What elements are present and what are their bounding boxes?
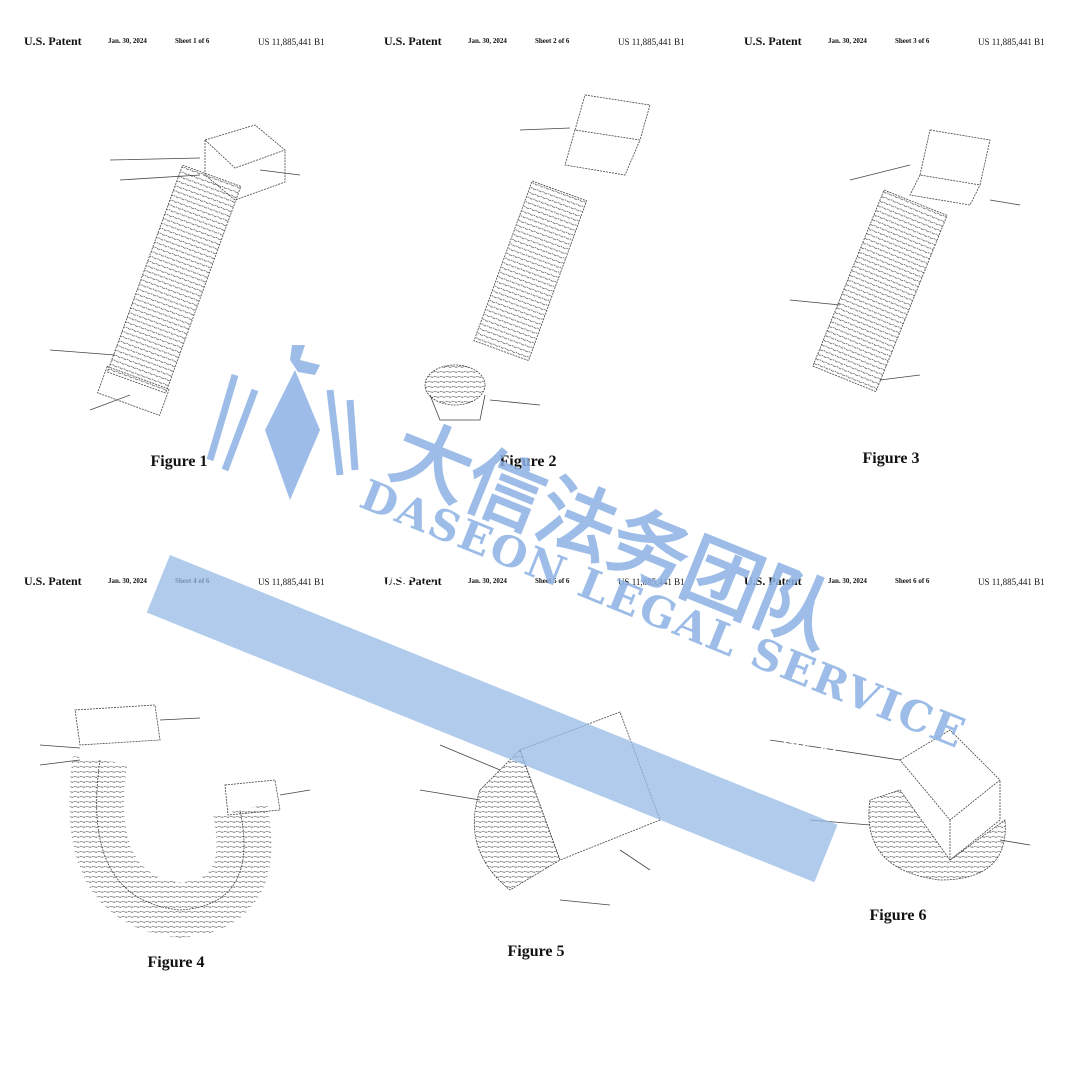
patent-number: US 11,885,441 B1 — [978, 577, 1045, 587]
figure-6-label: Figure 6 — [869, 907, 927, 924]
patent-date: Jan. 30, 2024 — [108, 577, 147, 585]
patent-date: Jan. 30, 2024 — [828, 37, 867, 45]
patent-label: U.S. Patent — [384, 34, 442, 48]
sheet-number: Sheet 6 of 6 — [895, 577, 930, 585]
sheet-header-1: U.S. Patent Jan. 30, 2024 Sheet 1 of 6 U… — [24, 34, 364, 51]
figure-2-drawing — [424, 94, 651, 421]
figure-3-drawing — [789, 129, 1021, 393]
figure-1-label: Figure 1 — [150, 453, 208, 470]
patent-label: U.S. Patent — [24, 34, 82, 48]
figure-1-drawing — [49, 124, 301, 416]
sheet-header-3: U.S. Patent Jan. 30, 2024 Sheet 3 of 6 U… — [744, 34, 1080, 51]
figure-4-label: Figure 4 — [147, 954, 205, 971]
patent-label: U.S. Patent — [744, 34, 802, 48]
patent-number: US 11,885,441 B1 — [258, 37, 325, 47]
patent-date: Jan. 30, 2024 — [108, 37, 147, 45]
sheet-number: Sheet 1 of 6 — [175, 37, 210, 45]
figure-5-label: Figure 5 — [507, 943, 565, 960]
figure-3-label: Figure 3 — [862, 450, 920, 467]
figure-6-drawing — [769, 729, 1031, 881]
figure-2-label: Figure 2 — [499, 453, 557, 470]
patent-number: US 11,885,441 B1 — [978, 37, 1045, 47]
sheet-number: Sheet 2 of 6 — [535, 37, 570, 45]
figure-5-drawing — [419, 711, 661, 906]
sheet-number: Sheet 3 of 6 — [895, 37, 930, 45]
patent-label: U.S. Patent — [24, 574, 82, 588]
patent-date: Jan. 30, 2024 — [828, 577, 867, 585]
patent-number: US 11,885,441 B1 — [618, 37, 685, 47]
patent-date: Jan. 30, 2024 — [468, 37, 507, 45]
sheet-header-2: U.S. Patent Jan. 30, 2024 Sheet 2 of 6 U… — [384, 34, 724, 51]
figure-4-drawing — [39, 704, 311, 938]
